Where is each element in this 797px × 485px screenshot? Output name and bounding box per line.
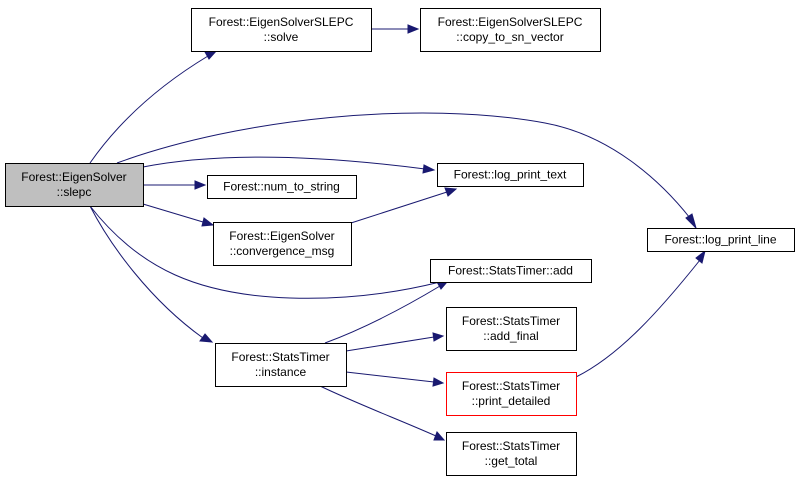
node-box: [5, 163, 144, 207]
node-gettotal[interactable]: Forest::StatsTimer::get_total: [446, 432, 577, 476]
node-label: Forest::log_print_text: [454, 168, 567, 182]
node-solve[interactable]: Forest::EigenSolverSLEPC::solve: [191, 8, 372, 52]
edge-line: [345, 371, 435, 383]
node-box: [446, 432, 577, 476]
edge-slepc-to-num: [143, 180, 207, 190]
edge-slepc-to-solve: [89, 48, 220, 164]
edge-solve-to-copy: [371, 24, 420, 34]
arrowhead: [685, 213, 698, 230]
node-box: [446, 307, 577, 351]
node-label: ::slepc: [57, 185, 92, 199]
edge-line: [575, 259, 701, 378]
node-label: ::get_total: [485, 454, 538, 468]
node-label: Forest::StatsTimer: [231, 350, 329, 364]
arrowhead: [432, 377, 445, 387]
arrowhead: [201, 217, 215, 227]
arrowhead: [432, 332, 445, 342]
node-label: ::convergence_msg: [230, 244, 335, 258]
node-label: Forest::EigenSolverSLEPC: [438, 15, 583, 29]
arrowhead: [407, 24, 420, 34]
node-label: Forest::EigenSolver: [229, 229, 334, 243]
edge-instance-to-add: [324, 281, 449, 344]
edge-instance-to-printdet: [345, 371, 445, 387]
arrowhead: [444, 187, 458, 197]
edge-slepc-to-logline: [116, 112, 698, 230]
node-box: [647, 228, 795, 252]
node-label: Forest::num_to_string: [223, 180, 340, 194]
arrowhead: [695, 249, 706, 264]
node-label: Forest::StatsTimer: [462, 379, 560, 393]
edge-line: [319, 385, 437, 437]
edge-slepc-to-instance: [89, 205, 214, 343]
node-label: Forest::StatsTimer: [462, 314, 560, 328]
node-add[interactable]: Forest::StatsTimer::add: [430, 259, 592, 283]
edge-printdet-to-logline: [575, 249, 706, 378]
node-label: ::solve: [264, 30, 299, 44]
node-label: ::print_detailed: [472, 394, 551, 408]
node-box: [430, 259, 592, 283]
arrowhead: [199, 333, 214, 343]
node-label: Forest::StatsTimer: [462, 439, 560, 453]
node-copy[interactable]: Forest::EigenSolverSLEPC::copy_to_sn_vec…: [420, 8, 601, 52]
node-label: Forest::EigenSolverSLEPC: [209, 15, 354, 29]
node-logtext[interactable]: Forest::log_print_text: [437, 163, 584, 187]
edge-slepc-to-logtext: [142, 156, 436, 174]
edge-line: [89, 205, 204, 339]
node-box: [437, 163, 584, 187]
node-box: [213, 222, 352, 266]
edges-layer: [89, 24, 706, 441]
node-label: ::instance: [255, 365, 307, 379]
node-box: [446, 372, 577, 416]
node-label: Forest::StatsTimer::add: [448, 264, 573, 278]
node-addfinal[interactable]: Forest::StatsTimer::add_final: [446, 307, 577, 351]
nodes-layer: Forest::EigenSolver::slepcForest::EigenS…: [5, 8, 795, 476]
node-printdet[interactable]: Forest::StatsTimer::print_detailed: [446, 372, 577, 416]
node-box: [420, 8, 601, 52]
node-label: ::add_final: [483, 329, 538, 343]
node-num[interactable]: Forest::num_to_string: [207, 175, 357, 199]
edge-line: [142, 156, 426, 170]
node-box: [215, 343, 347, 387]
edge-instance-to-addfinal: [345, 332, 445, 352]
arrowhead: [433, 431, 446, 441]
node-label: ::copy_to_sn_vector: [456, 30, 563, 44]
arrowhead: [422, 164, 436, 174]
edge-line: [345, 336, 435, 352]
arrowhead: [194, 180, 207, 190]
edge-slepc-to-conv: [142, 203, 215, 227]
node-label: Forest::log_print_line: [664, 233, 776, 247]
edge-conv-to-logtext: [350, 187, 458, 224]
edge-line: [89, 55, 209, 164]
node-conv[interactable]: Forest::EigenSolver::convergence_msg: [213, 222, 352, 266]
node-box: [207, 175, 357, 199]
arrowhead: [436, 281, 449, 290]
edge-line: [116, 112, 691, 219]
edge-line: [89, 205, 441, 299]
node-instance[interactable]: Forest::StatsTimer::instance: [215, 343, 347, 387]
node-label: Forest::EigenSolver: [21, 170, 126, 184]
edge-instance-to-gettotal: [319, 385, 446, 441]
node-logline[interactable]: Forest::log_print_line: [647, 228, 795, 252]
edge-line: [350, 191, 448, 224]
edge-line: [142, 203, 204, 223]
node-box: [191, 8, 372, 52]
node-slepc[interactable]: Forest::EigenSolver::slepc: [5, 163, 144, 207]
edge-line: [324, 285, 441, 344]
